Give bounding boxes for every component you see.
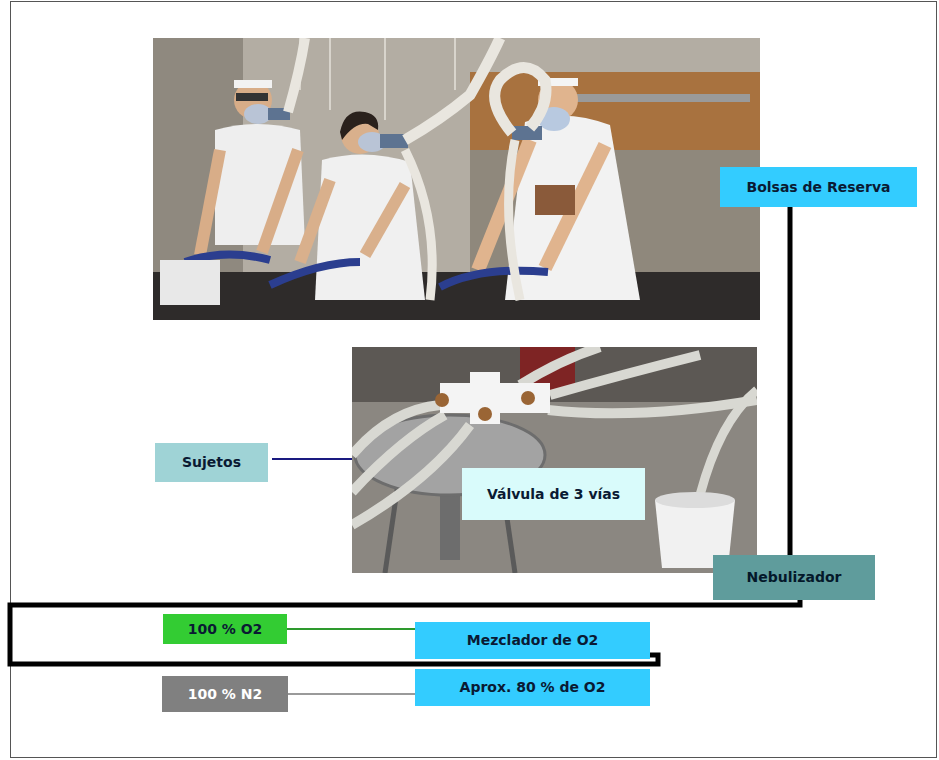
cyclists-photo-part xyxy=(288,38,305,112)
nitrogen-source-box: 100 % N2 xyxy=(162,676,288,712)
node-label: Aprox. 80 % de O2 xyxy=(460,679,606,696)
cyclists-photo-part xyxy=(200,150,220,255)
mixer-box: Mezclador de O2 xyxy=(415,622,650,659)
cyclists-photo xyxy=(153,38,760,320)
nebulizer-box: Nebulizador xyxy=(713,555,875,600)
oxygen-source-box: 100 % O2 xyxy=(163,614,287,644)
valve-photo-part xyxy=(478,407,492,421)
cyclists-photo-part xyxy=(478,140,530,270)
cyclists-photo-part xyxy=(365,185,405,255)
cyclists-photo-part xyxy=(160,260,220,305)
cyclists-photo-part xyxy=(560,94,750,102)
valve-photo-part xyxy=(352,415,445,492)
valve-photo-part xyxy=(352,347,757,573)
valve-photo-part xyxy=(470,372,500,424)
cyclists-photo-part xyxy=(300,180,330,262)
subjects-box: Sujetos xyxy=(155,443,268,482)
node-label: 100 % N2 xyxy=(188,686,262,703)
cyclists-photo-part xyxy=(270,262,360,285)
node-label: 100 % O2 xyxy=(188,621,263,638)
node-label: Sujetos xyxy=(182,454,241,471)
mix-output-box: Aprox. 80 % de O2 xyxy=(415,669,650,706)
cyclists-photo-part xyxy=(512,126,542,140)
cyclists-photo-part xyxy=(315,154,425,300)
oxygen-line xyxy=(287,628,415,630)
node-label: Bolsas de Reserva xyxy=(746,179,890,196)
reserve-bags-box: Bolsas de Reserva xyxy=(720,167,917,207)
cyclists-photo-part xyxy=(262,150,298,252)
valve-photo-part xyxy=(352,347,757,402)
nitrogen-line xyxy=(288,693,415,695)
valve-photo-part xyxy=(520,347,600,385)
cyclists-photo-part xyxy=(405,38,500,140)
valve-photo xyxy=(352,347,757,573)
valve-photo-part xyxy=(521,391,535,405)
cyclists-photo-part xyxy=(244,104,272,124)
cyclists-photo-part xyxy=(234,80,272,88)
cyclists-photo-part xyxy=(405,150,432,300)
cyclists-photo-part xyxy=(236,93,268,101)
cyclists-photo-part xyxy=(454,38,456,90)
node-label: Mezclador de O2 xyxy=(467,632,599,649)
cyclists-photo-part xyxy=(495,68,546,134)
node-label: Válvula de 3 vías xyxy=(487,486,620,503)
cyclists-photo-part xyxy=(509,140,520,300)
valve-photo-part xyxy=(700,390,757,495)
page-frame xyxy=(11,2,937,758)
cyclists-photo-part xyxy=(329,38,331,110)
cyclists-photo-part xyxy=(535,185,575,215)
node-label: Nebulizador xyxy=(747,569,842,586)
cyclists-photo-part xyxy=(384,38,386,120)
cyclists-photo-part xyxy=(440,271,548,287)
supply-line xyxy=(788,207,793,555)
leader-line xyxy=(272,458,352,460)
valve-photo-part xyxy=(655,492,735,508)
valve-photo-part xyxy=(548,400,757,413)
cyclists-photo-part xyxy=(153,38,760,320)
supply-line xyxy=(10,600,800,664)
valve-box: Válvula de 3 vías xyxy=(462,468,645,520)
valve-photo-part xyxy=(352,425,470,525)
valve-photo-part xyxy=(435,393,449,407)
